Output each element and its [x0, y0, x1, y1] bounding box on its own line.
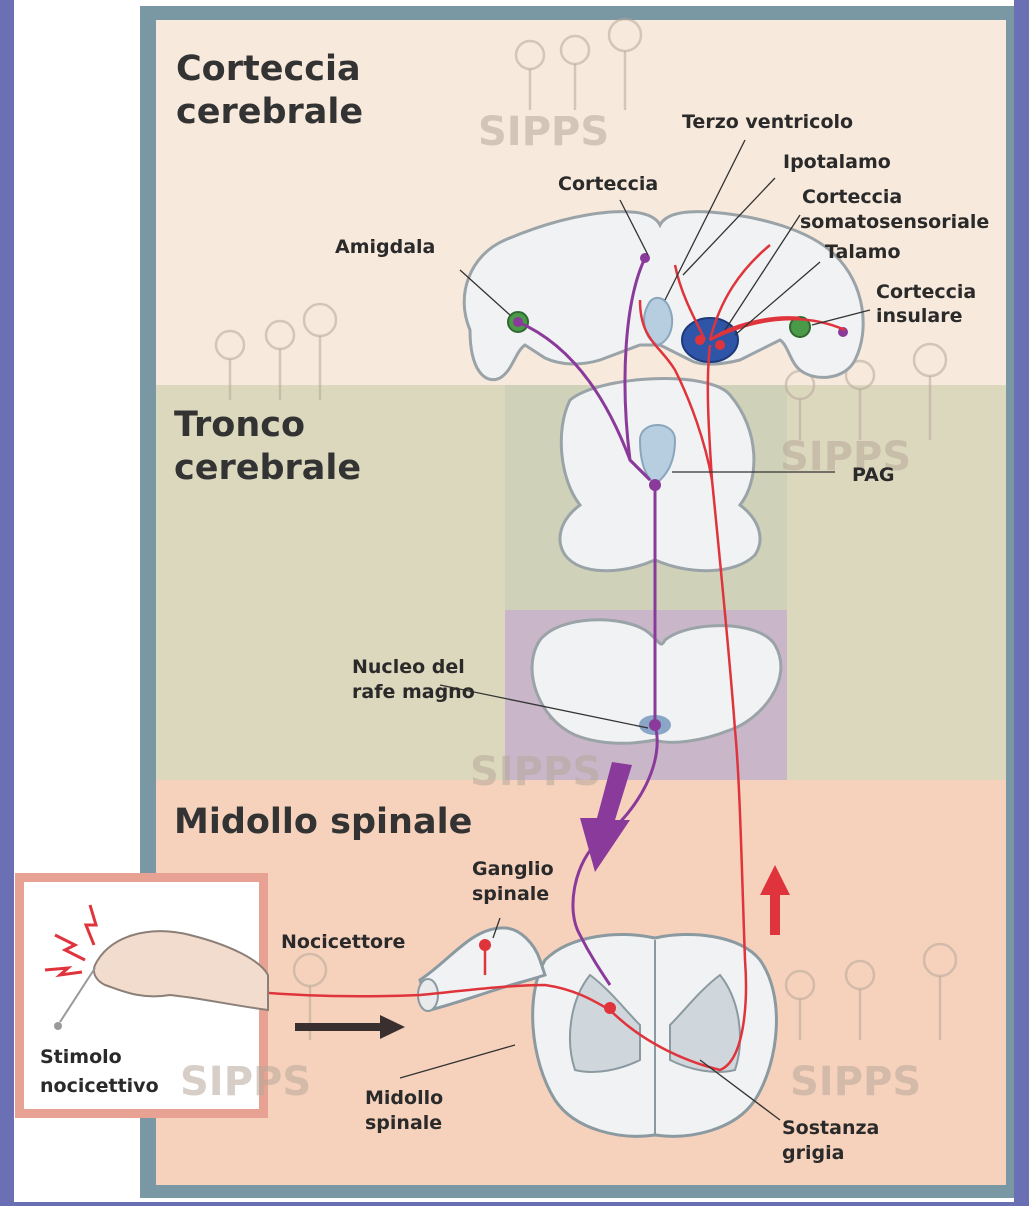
label-stimolo-line2: nocicettivo — [40, 1075, 159, 1097]
svg-text:SIPPS: SIPPS — [790, 1059, 921, 1105]
label-midollo-line2: spinale — [365, 1112, 442, 1134]
section-title-brainstem-line1: Tronco — [174, 405, 305, 445]
svg-text:SIPPS: SIPPS — [470, 749, 601, 795]
section-title-cortex-line2: cerebrale — [176, 92, 363, 132]
label-stimolo-line1: Stimolo — [40, 1046, 122, 1068]
label-amigdala: Amigdala — [335, 236, 435, 258]
section-title-cortex-line1: Corteccia — [176, 49, 361, 89]
svg-text:SIPPS: SIPPS — [478, 109, 609, 155]
label-insular-line2: insulare — [876, 305, 962, 327]
label-insular-line1: Corteccia — [876, 281, 976, 303]
label-pag: PAG — [852, 464, 894, 486]
label-sostanza-line2: grigia — [782, 1142, 844, 1164]
label-terzo-ventricolo: Terzo ventricolo — [682, 111, 853, 133]
label-rafe-line1: Nucleo del — [352, 656, 465, 678]
label-ganglio-line1: Ganglio — [472, 858, 554, 880]
svg-text:SIPPS: SIPPS — [180, 1059, 311, 1105]
third-ventricle-shape — [644, 298, 672, 345]
label-ipotalamo: Ipotalamo — [783, 151, 891, 173]
label-ganglio-line2: spinale — [472, 883, 549, 905]
label-sostanza-line1: Sostanza — [782, 1117, 879, 1139]
label-talamo: Talamo — [825, 241, 901, 263]
section-title-brainstem-line2: cerebrale — [174, 448, 361, 488]
label-rafe-line2: rafe magno — [352, 681, 475, 703]
label-nocicettore: Nocicettore — [281, 931, 405, 953]
label-midollo-line1: Midollo — [365, 1087, 443, 1109]
section-title-spinal: Midollo spinale — [174, 802, 472, 842]
label-corteccia: Corteccia — [558, 173, 658, 195]
label-somatosensory-line1: Corteccia — [802, 186, 902, 208]
label-somatosensory-line2: somatosensoriale — [800, 211, 989, 233]
needle-tip — [54, 1022, 62, 1030]
